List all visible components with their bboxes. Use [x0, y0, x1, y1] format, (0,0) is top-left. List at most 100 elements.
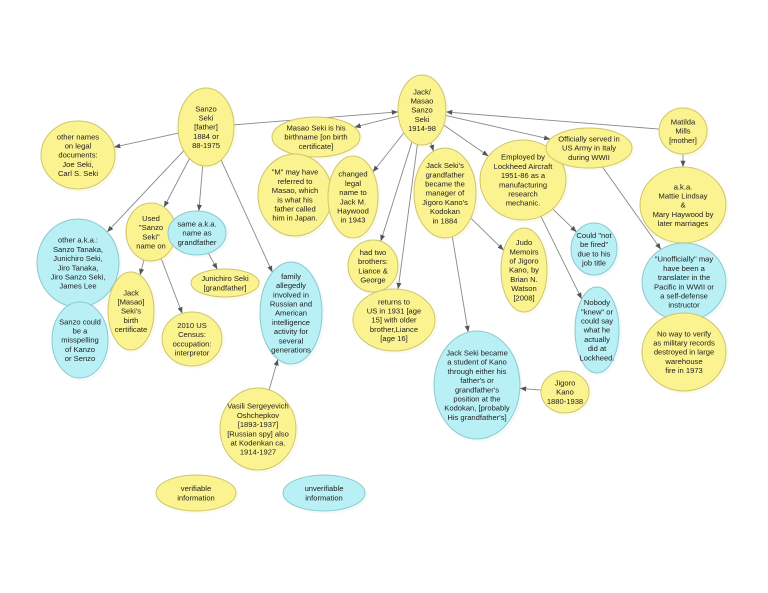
- node-shape: [540, 370, 590, 414]
- node-text-line: instructor: [668, 301, 700, 310]
- node-text-line: fire in 1973: [665, 366, 703, 375]
- node-text-line: legal: [345, 179, 361, 188]
- edge-jack-to-masaobirth: [354, 115, 399, 129]
- node-text-line: mechanic.: [506, 199, 541, 208]
- node-text-line: James Lee: [59, 282, 96, 291]
- node-text-line: name as: [182, 229, 211, 238]
- node-text-line: or Senzo: [65, 354, 95, 363]
- edge-sanzo-to-othernames: [113, 132, 179, 149]
- node-text-line: Masao Seki is his: [286, 124, 345, 133]
- node-vasili[interactable]: Vasili SergeyevichOshchepkov[1893-1937][…: [219, 387, 299, 473]
- node-text-line: actually: [584, 335, 610, 344]
- node-text-line: family: [281, 272, 301, 281]
- node-text-line: warehouse: [664, 357, 702, 366]
- edge-vasili-to-family: [268, 359, 279, 390]
- node-shape: [641, 312, 727, 392]
- node-text-line: Watson: [511, 284, 536, 293]
- node-junichiro[interactable]: Junichiro Seki[grandfather]: [190, 268, 262, 300]
- edge-jack-to-returns: [396, 144, 418, 290]
- node-text-line: documents:: [58, 151, 97, 160]
- node-shape: [500, 227, 548, 313]
- edge-sameaka-to-junichiro: [207, 253, 218, 270]
- node-text-line: what he: [583, 326, 611, 335]
- node-text-line: father's or: [460, 376, 494, 385]
- node-text-line: returns to: [378, 297, 410, 306]
- node-text-line: as military records: [653, 339, 715, 348]
- node-shape: [219, 387, 297, 471]
- node-shape: [347, 239, 399, 293]
- node-text-line: [grandfather]: [203, 283, 246, 292]
- node-text-line: certificate: [115, 325, 148, 334]
- edge-employed-to-couldnot: [552, 208, 577, 233]
- node-text-line: Sanzo: [411, 106, 433, 115]
- node-text-line: Jack/: [413, 87, 432, 96]
- node-text-line: brother,Liance: [370, 325, 418, 334]
- node-text-line: be a: [73, 327, 89, 336]
- node-text-line: Junichiro Seki,: [53, 254, 102, 263]
- node-text-line: birthname [on birth: [284, 133, 347, 142]
- node-text-line: 1880-1938: [547, 397, 583, 406]
- node-text-line: activity for: [274, 327, 309, 336]
- node-text-line: of Jigoro: [509, 257, 538, 266]
- node-text-line: Mills: [675, 127, 690, 136]
- node-text-line: brothers:: [358, 257, 388, 266]
- node-text-line: Census:: [178, 330, 206, 339]
- node-shape: [433, 330, 521, 440]
- node-text-line: father called: [274, 205, 315, 214]
- node-text-line: "M" may have: [272, 168, 319, 177]
- node-text-line: Liance &: [358, 266, 388, 275]
- node-text-line: [mother]: [669, 136, 697, 145]
- node-text-line: [Masao]: [117, 298, 144, 307]
- node-text-line: US in 1931 [age: [367, 307, 421, 316]
- node-text-line: became the: [425, 180, 465, 189]
- node-text-line: [father]: [194, 123, 218, 132]
- node-shape: [352, 288, 436, 352]
- node-akamattie[interactable]: a.k.a.Mattie Lindsay&Mary Haywood bylate…: [639, 166, 729, 246]
- node-text-line: Junichiro Seki: [201, 274, 249, 283]
- node-text-line: Nobody: [584, 298, 610, 307]
- node-text-line: Lockheed Aircraft: [494, 162, 554, 171]
- node-text-line: Masao, which: [272, 186, 318, 195]
- node-text-line: Masao: [411, 97, 434, 106]
- edge-grandmgr-to-judo: [470, 217, 505, 251]
- node-text-line: "Sanzo: [139, 223, 163, 232]
- edge-jack-to-employed: [443, 124, 489, 157]
- node-otheraka[interactable]: other a.k.a.:Sanzo Tanaka,Junichiro Seki…: [36, 218, 122, 310]
- node-text-line: position at the: [453, 395, 500, 404]
- node-text-line: "Unofficially" may: [655, 255, 714, 264]
- node-shape: [479, 139, 567, 221]
- node-text-line: [2008]: [513, 293, 534, 302]
- node-text-line: George: [360, 276, 385, 285]
- node-text-line: be fired": [580, 240, 608, 249]
- node-text-line: American: [275, 309, 307, 318]
